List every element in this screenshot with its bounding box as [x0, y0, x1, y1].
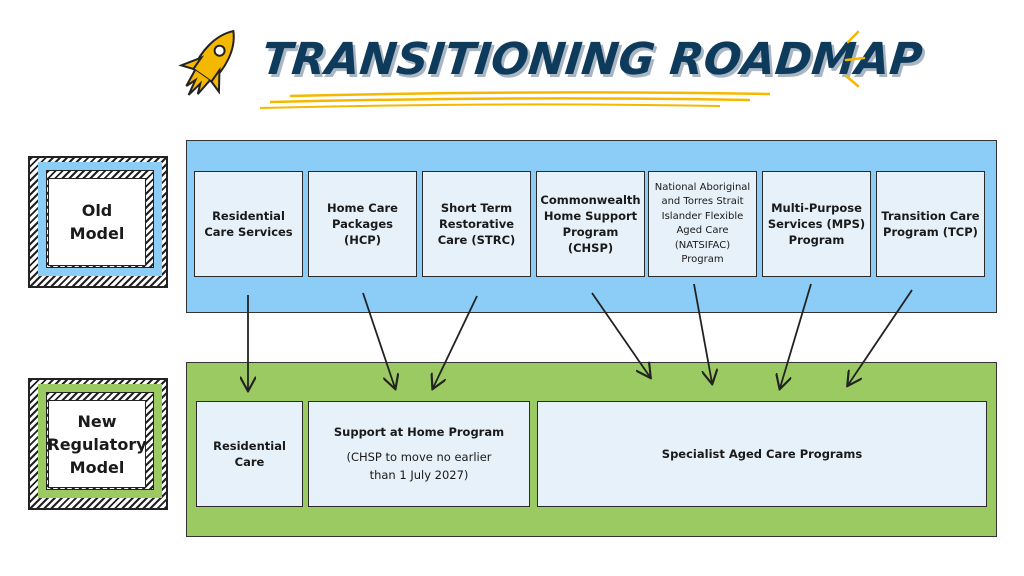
- program-text: Short Term Restorative Care (STRC): [437, 201, 516, 247]
- old-model-label: Old Model: [48, 178, 146, 266]
- old-program-card: Multi-Purpose Services (MPS) Program: [762, 171, 871, 277]
- new-program-card: Residential Care: [196, 401, 303, 507]
- program-text: Commonwealth Home Support Program (CHSP): [540, 193, 641, 255]
- program-text: Residential Care Services: [204, 209, 293, 239]
- program-text: Support at Home Program: [333, 425, 505, 439]
- program-note: (CHSP to move no earlier than 1 July 202…: [346, 450, 492, 482]
- sparkle-lines-icon: [844, 30, 866, 88]
- new-model-label: New Regulatory Model: [47, 400, 147, 488]
- program-text: National Aboriginal and Torres Strait Is…: [654, 181, 751, 266]
- program-text: Residential Care: [213, 439, 286, 469]
- old-program-card: Residential Care Services: [194, 171, 303, 277]
- page-title: TRANSITIONING ROADMAP: [259, 34, 925, 85]
- old-program-card: National Aboriginal and Torres Strait Is…: [648, 171, 757, 277]
- new-model-label-text: New Regulatory Model: [47, 411, 147, 477]
- old-model-label-text: Old Model: [69, 201, 125, 243]
- new-program-card: Support at Home Program (CHSP to move no…: [308, 401, 530, 507]
- old-program-card: Home Care Packages (HCP): [308, 171, 417, 277]
- title-underline: [259, 91, 771, 109]
- old-program-card: Transition Care Program (TCP): [876, 171, 985, 277]
- old-program-card: Short Term Restorative Care (STRC): [422, 171, 531, 277]
- program-text: Transition Care Program (TCP): [881, 209, 980, 239]
- program-text: Home Care Packages (HCP): [327, 201, 398, 247]
- program-text: Multi-Purpose Services (MPS) Program: [767, 201, 866, 247]
- old-model-label-box: Old Model: [28, 156, 168, 288]
- old-program-card: Commonwealth Home Support Program (CHSP): [536, 171, 645, 277]
- rocket-icon: [178, 29, 235, 96]
- new-model-label-box: New Regulatory Model: [28, 378, 168, 510]
- program-text: Specialist Aged Care Programs: [661, 447, 863, 461]
- new-program-card: Specialist Aged Care Programs: [537, 401, 987, 507]
